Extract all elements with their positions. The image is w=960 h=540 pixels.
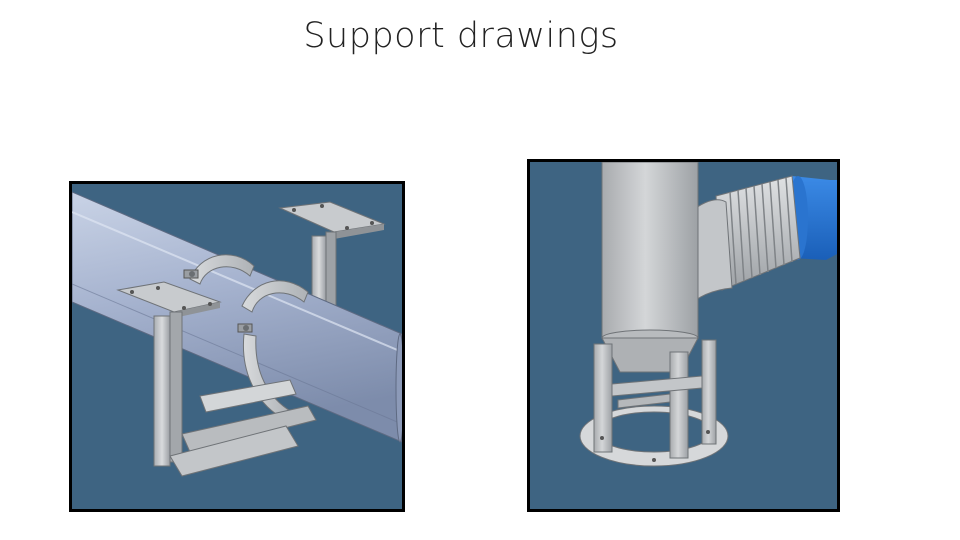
- expansion-bellows: [715, 175, 801, 291]
- vertical-pipe-support-illustration: [530, 162, 837, 509]
- vertical-pipe: [601, 162, 699, 373]
- pipe-clamp-support-illustration: [72, 184, 402, 509]
- front-bracket: [116, 281, 317, 477]
- horizontal-pipe: [72, 191, 402, 443]
- pipe-straps: [183, 254, 309, 421]
- pipe-clamp-support-drawing: [69, 181, 405, 512]
- vertical-pipe-support-drawing: [527, 159, 840, 512]
- slide-title: Support drawings: [303, 16, 619, 56]
- ring-support-frame: [579, 339, 729, 467]
